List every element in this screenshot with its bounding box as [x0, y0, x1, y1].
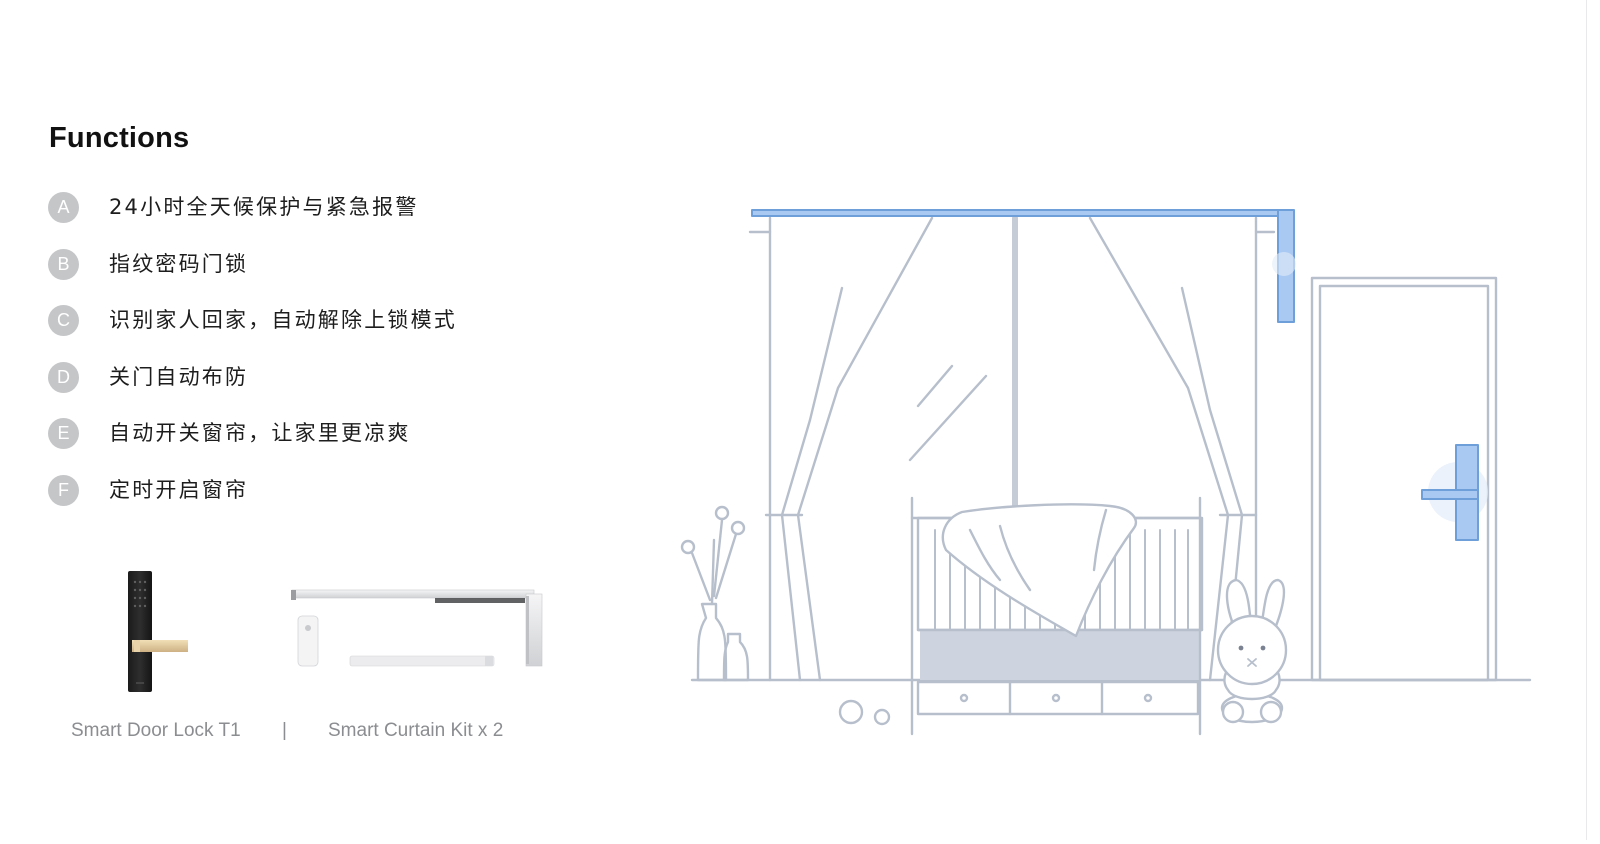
feature-text: 定时开启窗帘: [109, 477, 249, 502]
feature-text: 识别家人回家，自动解除上锁模式: [109, 308, 457, 333]
feature-text: 关门自动布防: [109, 364, 249, 389]
feature-badge: A: [48, 192, 79, 223]
feature-item-c: C 识别家人回家，自动解除上锁模式: [48, 305, 457, 362]
feature-badge: D: [48, 361, 79, 393]
feature-badge: E: [48, 418, 79, 450]
feature-list: A 24小时全天候保护与紧急报警 B 指纹密码门锁 C 识别家人回家，自动解除上…: [48, 192, 457, 532]
feature-item-e: E 自动开关窗帘，让家里更凉爽: [48, 418, 457, 475]
door-lock-icon: [1421, 444, 1479, 541]
smart-door-lock-image: [128, 571, 188, 692]
feature-text: 自动开关窗帘，让家里更凉爽: [109, 421, 411, 446]
feature-badge: C: [48, 305, 79, 337]
feature-item-a: A 24小时全天候保护与紧急报警: [48, 192, 457, 249]
page-title: Functions: [49, 122, 190, 154]
feature-item-f: F 定时开启窗帘: [48, 474, 457, 532]
bunny-toy-icon: [1216, 578, 1288, 724]
product-separator: |: [282, 720, 287, 741]
feature-badge: B: [48, 248, 79, 280]
vase-icon: [680, 505, 750, 682]
feature-item-d: D 关门自动布防: [48, 361, 457, 419]
smart-home-illustration: [680, 209, 1532, 736]
feature-badge: F: [48, 474, 79, 506]
smart-door-lock-label: Smart Door Lock T1: [71, 720, 241, 741]
smart-curtain-kit-image: [291, 589, 543, 667]
feature-text: 24小时全天候保护与紧急报警: [109, 195, 419, 219]
feature-text: 指纹密码门锁: [109, 251, 249, 276]
feature-item-b: B 指纹密码门锁: [48, 248, 457, 306]
crib-icon: [910, 496, 1204, 736]
curtain-rail-icon: [751, 209, 1295, 323]
smart-curtain-kit-label: Smart Curtain Kit x 2: [328, 720, 504, 741]
